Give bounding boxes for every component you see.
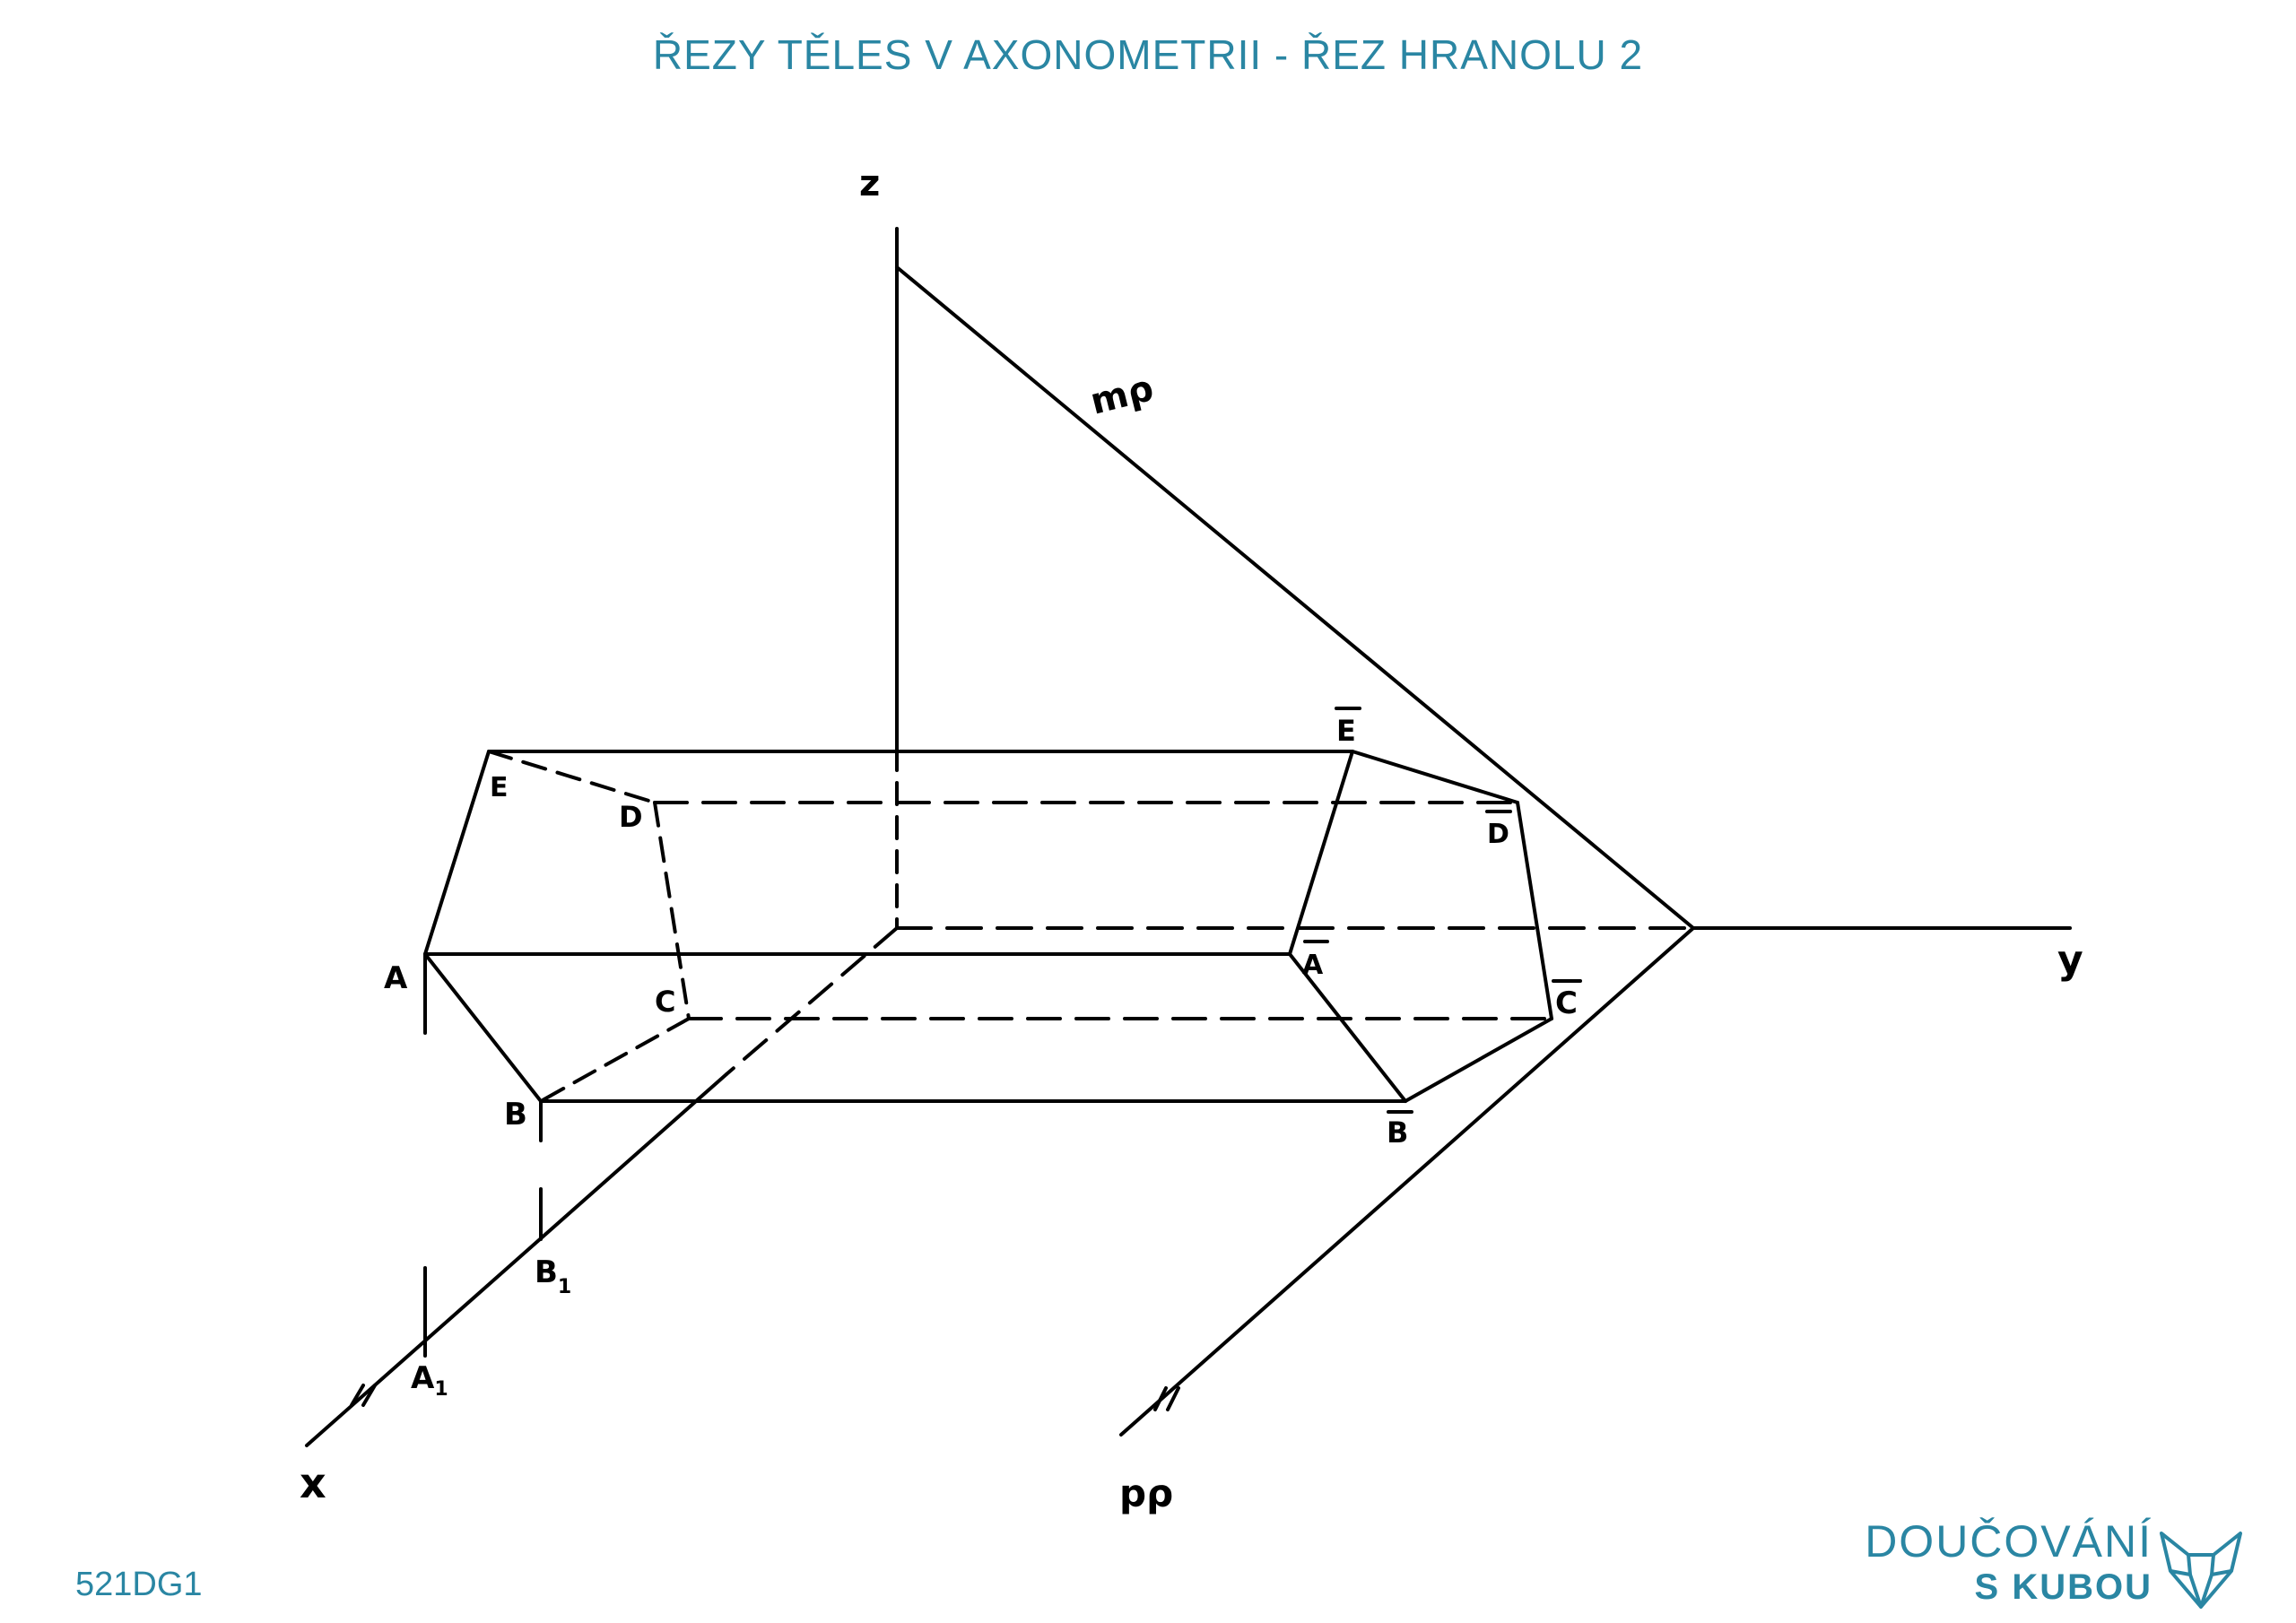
document-code: 521DG1 bbox=[75, 1566, 203, 1603]
page-title: ŘEZY TĚLES V AXONOMETRII - ŘEZ HRANOLU 2 bbox=[652, 31, 1644, 78]
point-label-A1: A1 bbox=[411, 1360, 448, 1401]
edge-Bbar-Cbar bbox=[1404, 1017, 1553, 1103]
x-axis bbox=[305, 1072, 728, 1447]
point-label-B: B bbox=[504, 1097, 527, 1133]
point-label-Ebar: E bbox=[1336, 714, 1356, 748]
edge-Abar-Ebar bbox=[1288, 750, 1354, 956]
edge-D-C-hidden bbox=[653, 801, 691, 1020]
trace-p-rho bbox=[1119, 926, 1695, 1436]
edge-A-B bbox=[423, 952, 543, 1103]
axis-label-z: z bbox=[859, 163, 880, 204]
trace-p-tick bbox=[1166, 1386, 1180, 1411]
point-label-E: E bbox=[490, 772, 509, 803]
edge-A-E bbox=[423, 750, 491, 956]
edge-Ebar-Dbar bbox=[1351, 750, 1519, 804]
x-axis-tick bbox=[350, 1384, 365, 1407]
point-label-A: A bbox=[384, 960, 408, 996]
fox-head-icon bbox=[2160, 1532, 2242, 1609]
trace-label-m: mρ bbox=[1086, 368, 1157, 423]
point-label-D: D bbox=[619, 800, 643, 834]
axis-label-x: x bbox=[300, 1459, 326, 1507]
x-axis-tick bbox=[361, 1384, 377, 1407]
point-label-B1: B1 bbox=[535, 1254, 571, 1298]
point-label-C: C bbox=[655, 985, 675, 1019]
trace-label-p: pρ bbox=[1119, 1471, 1173, 1515]
x-axis-hidden bbox=[725, 926, 899, 1076]
trace-m-rho bbox=[895, 265, 1695, 930]
edge-C-B-hidden bbox=[539, 1017, 691, 1103]
brand-logo: DOUČOVÁNÍ S KUBOU bbox=[1830, 1515, 2152, 1607]
point-label-Abar: A bbox=[1302, 950, 1324, 981]
brand-line-2: S KUBOU bbox=[1974, 1567, 2152, 1607]
axis-label-y: y bbox=[2057, 937, 2083, 983]
edge-E-D-hidden bbox=[487, 750, 657, 804]
trace-p-tick bbox=[1153, 1386, 1168, 1411]
edge-Dbar-Cbar bbox=[1516, 801, 1553, 1020]
point-label-Cbar: C bbox=[1555, 985, 1578, 1021]
brand-line-1: DOUČOVÁNÍ bbox=[1865, 1516, 2152, 1567]
point-label-Dbar: D bbox=[1487, 819, 1509, 850]
edge-Abar-Bbar bbox=[1288, 952, 1407, 1103]
point-label-Bbar: B bbox=[1387, 1115, 1408, 1150]
